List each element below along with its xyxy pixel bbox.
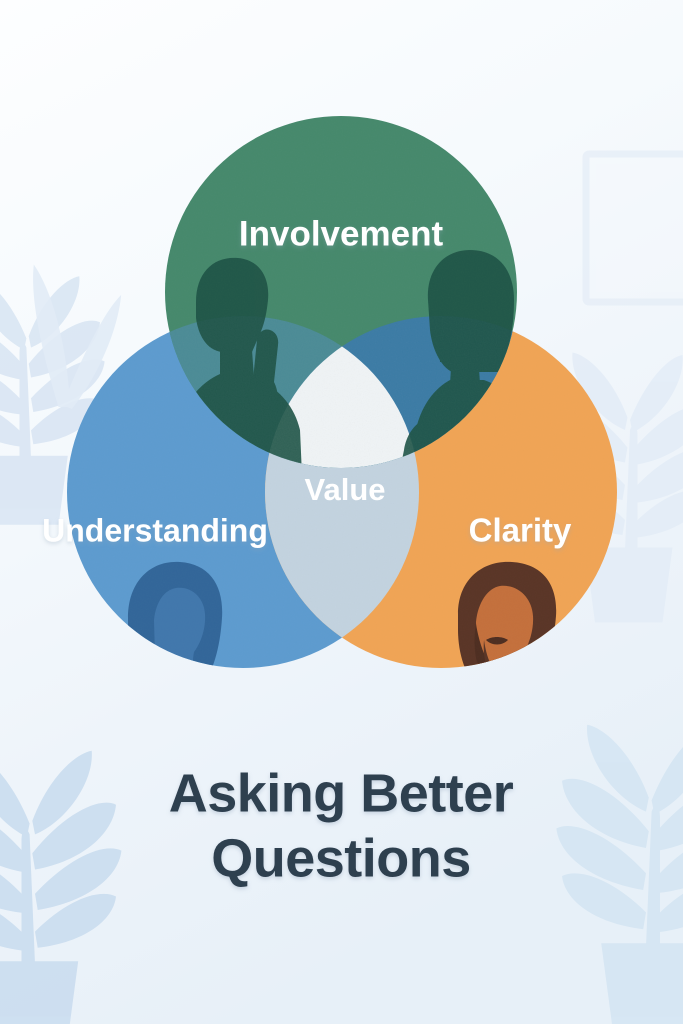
title-line-1: Asking Better <box>169 763 514 823</box>
label-understanding: Understanding <box>42 512 268 548</box>
texture-overlay <box>67 116 617 668</box>
background-decorations <box>0 150 683 1024</box>
label-involvement: Involvement <box>239 214 444 253</box>
label-clarity: Clarity <box>469 512 572 549</box>
wall-frame-right-icon <box>582 150 683 306</box>
title-line-2: Questions <box>211 828 471 888</box>
venn-labels-group: Involvement Understanding Clarity <box>42 214 572 548</box>
plant-top-left-leaves-icon <box>33 264 122 409</box>
poster-title: Asking Better Questions <box>169 763 515 888</box>
label-value: Value <box>305 472 386 507</box>
